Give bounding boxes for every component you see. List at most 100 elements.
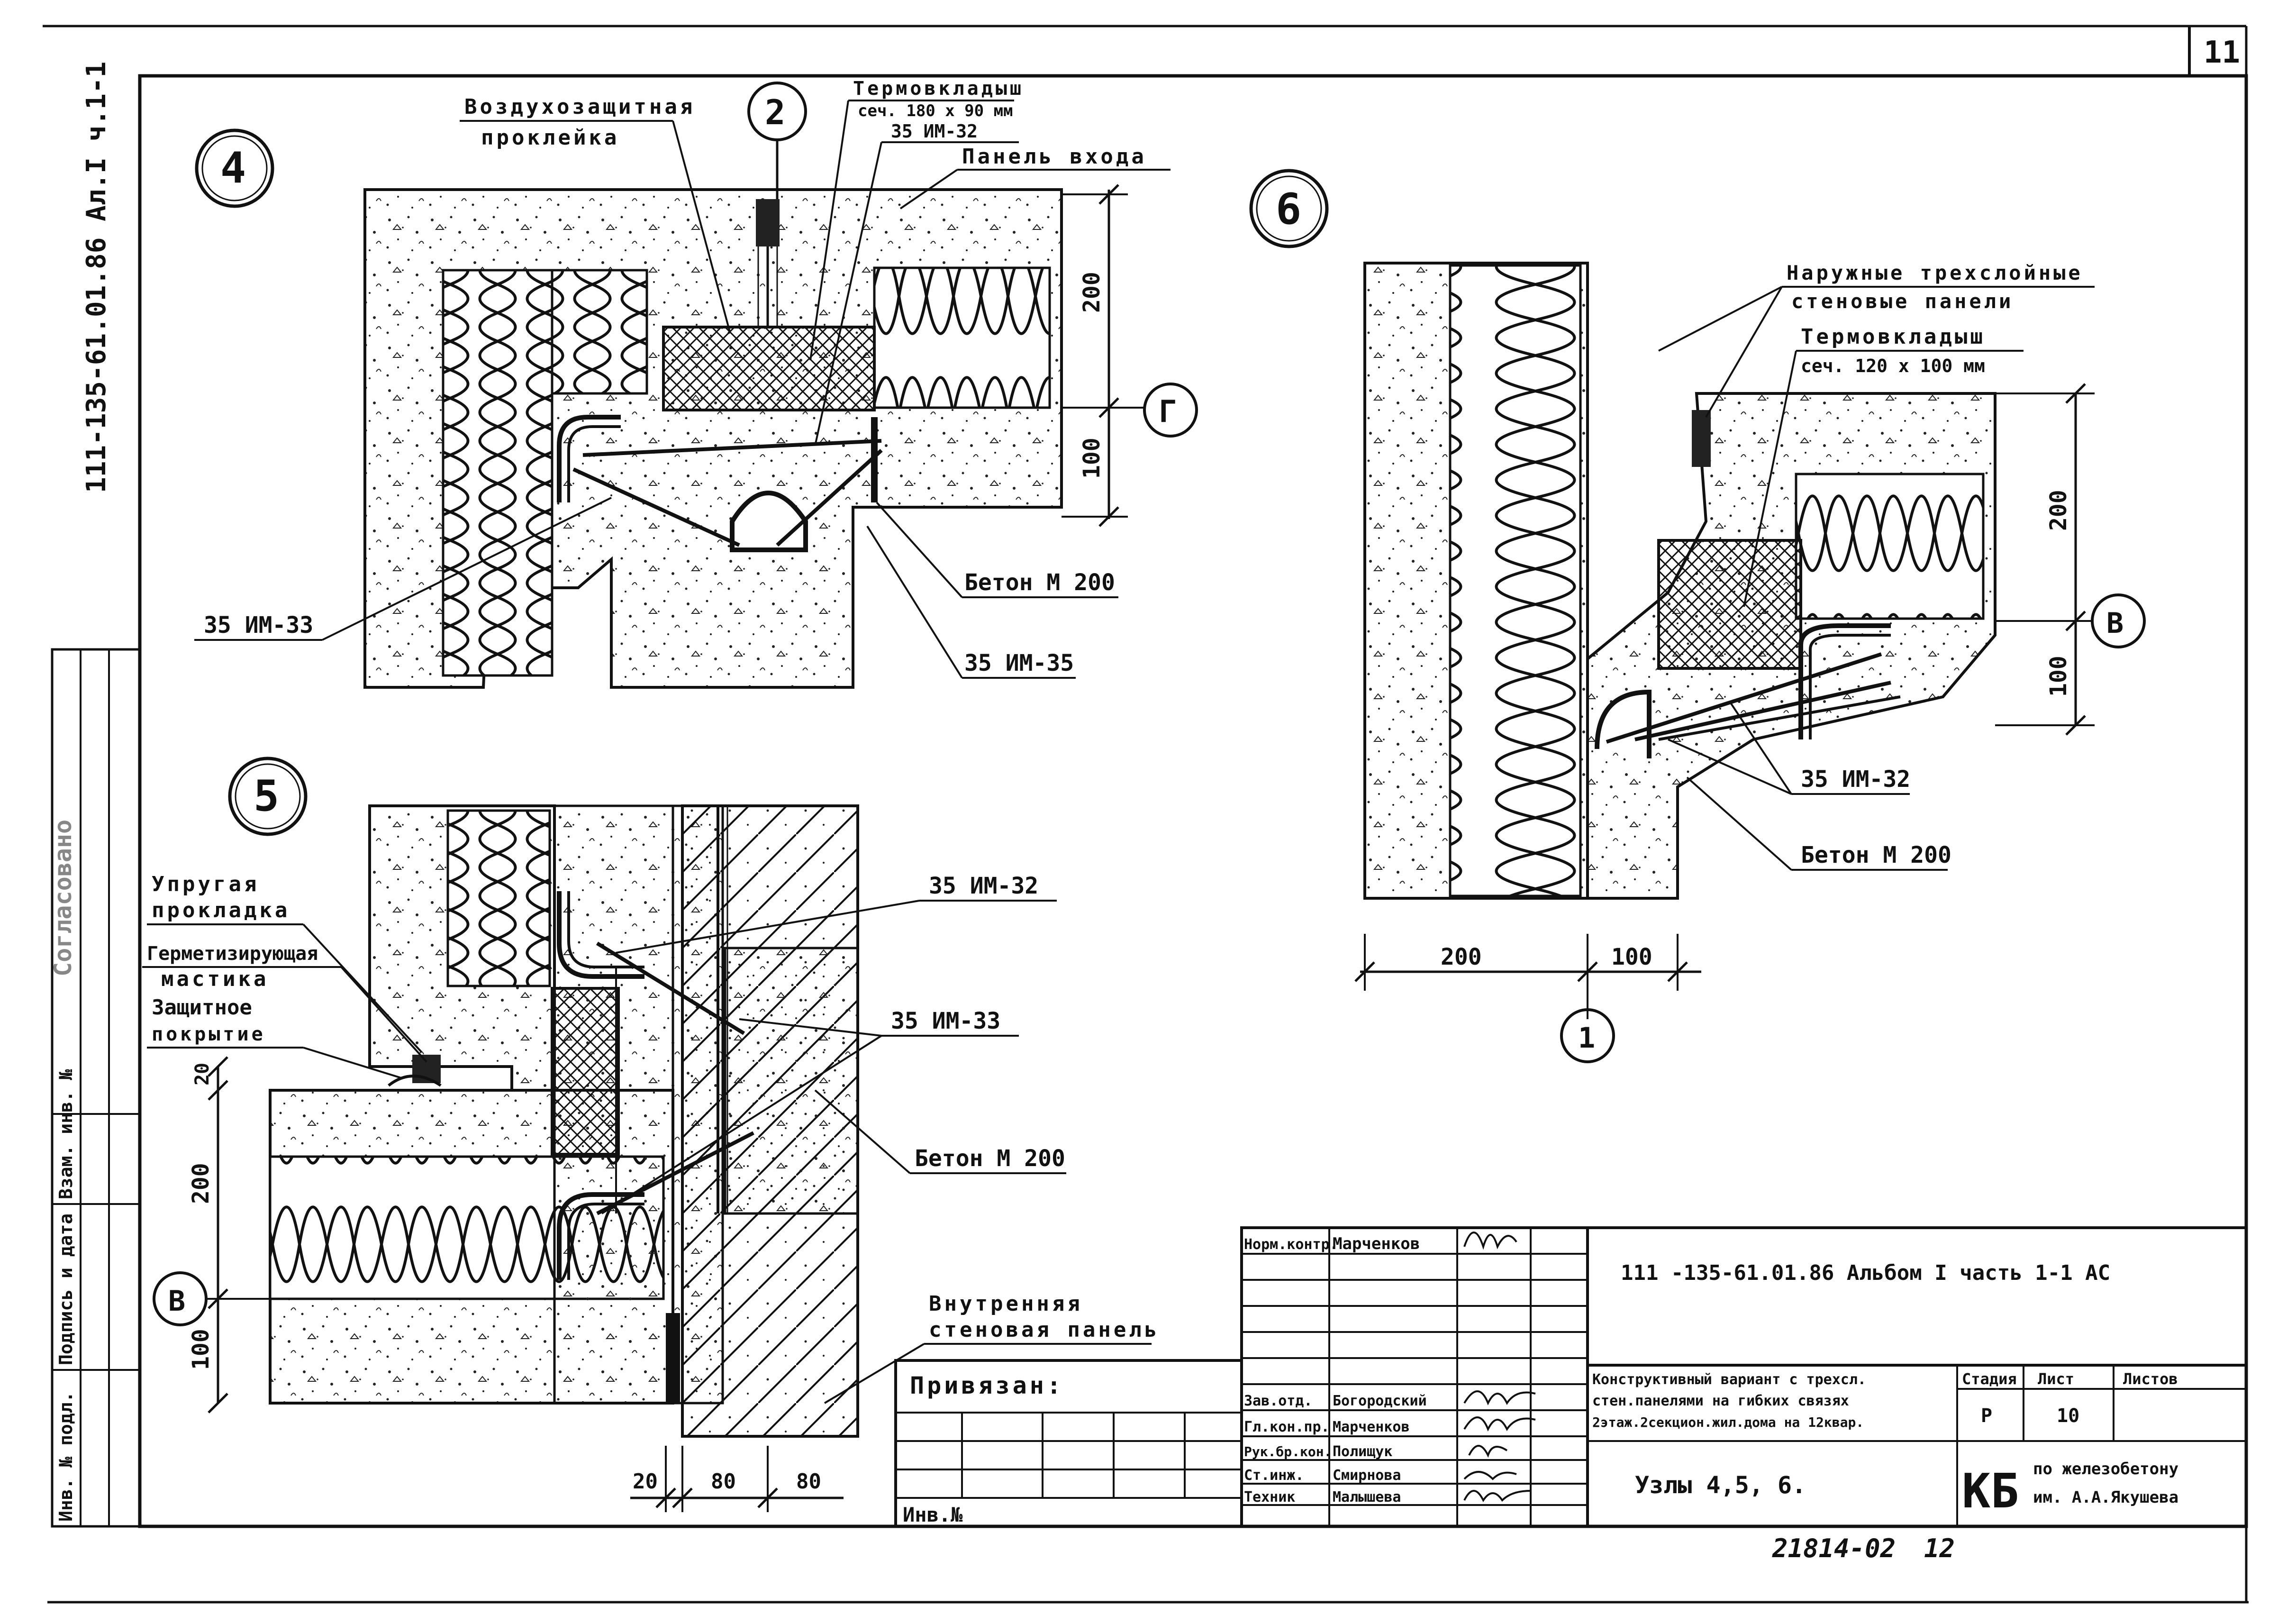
node5-concrete-label: Бетон М 200 [915, 1145, 1065, 1172]
node5-anchor-lower [557, 1192, 644, 1280]
col-inv-no: Инв. № подл. [55, 1391, 76, 1522]
node4-axis2: 2 [765, 92, 785, 132]
node4-concrete-label: Бетон М 200 [964, 569, 1115, 596]
node5-protect-2: покрытие [152, 1023, 266, 1045]
tb-sheet: 10 [2057, 1405, 2079, 1427]
node5-tie33: 35 ИМ-33 [891, 1008, 1000, 1034]
node6-axis1: 1 [1578, 1022, 1595, 1055]
tb-sheets-h: Листов [2123, 1370, 2178, 1388]
node5-dim-20top: 20 [191, 1063, 213, 1086]
tb-nodes: Узлы 4,5, 6. [1635, 1471, 1806, 1499]
node6-dim-100v: 100 [2045, 656, 2072, 697]
node5-dim-200: 200 [188, 1163, 214, 1204]
node5-dim-80b: 80 [796, 1469, 821, 1494]
node4-dim-200: 200 [1079, 272, 1105, 313]
node5-dim-20: 20 [633, 1469, 658, 1494]
tb-role-4: Ст.инж. [1244, 1467, 1304, 1484]
tb-privyazan: Привязан: [910, 1372, 1064, 1399]
node-6: 6 В 200 100 [1249, 169, 2146, 1063]
node6-outer-1: Наружные трехслойные [1787, 261, 2083, 284]
col-sign-date: Подпись и дата [55, 1213, 76, 1365]
tb-role-1: Зав.отд. [1244, 1393, 1313, 1409]
node6-marker [1249, 169, 1329, 248]
node5-thermal-insert [551, 987, 620, 1156]
tb-code: 111 -135-61.01.86 Альбом I часть 1-1 АС [1621, 1261, 2110, 1285]
node4-marker [195, 128, 274, 208]
tb-sheet-h: Лист [2038, 1370, 2074, 1388]
tb-org-0: по железобетону [2033, 1460, 2178, 1478]
tb-desc-1: стен.панелями на гибких связях [1592, 1393, 1849, 1409]
node6-outer-2: стеновые панели [1791, 290, 2014, 313]
tb-org-logo: КБ [1962, 1463, 2019, 1519]
node4-insert-2: сеч. 180 х 90 мм [858, 101, 1013, 120]
node6-anchor-right [1798, 623, 1891, 739]
node6-concrete-label: Бетон М 200 [1801, 842, 1951, 868]
tb-role-3: Рук.бр.кон. [1244, 1444, 1332, 1460]
node5-mastic-1: Герметизирующая [147, 943, 318, 965]
tb-name-2: Марченков [1333, 1419, 1410, 1435]
node5-anchor-upper [557, 891, 644, 979]
node6-tie32: 35 ИМ-32 [1801, 766, 1910, 793]
tb-role-2: Гл.кон.пр. [1244, 1419, 1330, 1435]
node5-label: 5 [254, 771, 279, 821]
node-4: 4 2 Г [194, 78, 1198, 689]
node5-tie32: 35 ИМ-32 [929, 873, 1038, 899]
node5-elastic-1: Упругая [152, 872, 259, 896]
node4-thermal-insert [662, 326, 876, 411]
node6-thermal-insert [1657, 539, 1802, 670]
node6-dim-100h: 100 [1611, 944, 1652, 970]
node6-sealant [1692, 410, 1711, 467]
node4-axisG: Г [1159, 394, 1177, 429]
node6-dim-200v: 200 [2045, 490, 2072, 531]
sheet-number: 11 [2204, 35, 2240, 70]
col-replace-inv: Взам. инв. № [55, 1069, 76, 1199]
node5-mastic-2: мастика [161, 967, 269, 991]
tb-org-1: им. А.А.Якушева [2033, 1488, 2178, 1507]
node4-tie35: 35 ИМ-35 [964, 650, 1074, 676]
footer-number: 21814-02 [1772, 1533, 1896, 1563]
left-stamp-columns [51, 648, 141, 1528]
tb-role-0: Норм.контр. [1244, 1236, 1338, 1253]
node4-sealant [756, 199, 780, 246]
side-approved-faint: Согласовано [49, 820, 77, 976]
tb-name-4: Смирнова [1333, 1467, 1401, 1484]
tb-name-0: Марченков [1333, 1234, 1420, 1253]
node4-entry-panel: Панель входа [962, 145, 1147, 169]
tb-name-1: Богородский [1333, 1393, 1427, 1409]
node5-dim-100: 100 [188, 1329, 214, 1370]
tb-role-5: Техник [1244, 1489, 1295, 1505]
footer-page: 12 [1924, 1533, 1955, 1563]
tb-desc-2: 2этаж.2секцион.жил.дома на 12квар. [1592, 1414, 1864, 1430]
node5-dim-80a: 80 [711, 1469, 736, 1494]
node6-insert-2: сеч. 120 х 100 мм [1801, 356, 1985, 376]
side-code: 111-135-61.01.86 Ал.I ч.1-1 [81, 62, 112, 493]
node5-inner-2: стеновая панель [929, 1318, 1160, 1342]
node5-elastic-strip [666, 1313, 680, 1403]
node4-airseal-1: Воздухозащитная [464, 95, 695, 119]
node6-axis1-marker [1560, 1008, 1615, 1063]
node-5: 5 В [142, 757, 1160, 1512]
node4-axisG-marker [1143, 383, 1198, 438]
tb-name-5: Малышева [1333, 1489, 1401, 1505]
signatures [1463, 1232, 1536, 1502]
tb-stage: Р [1981, 1405, 1992, 1427]
tb-desc-0: Конструктивный вариант с трехсл. [1592, 1371, 1866, 1388]
node5-marker [228, 757, 308, 836]
node4-tie32: 35 ИМ-32 [891, 121, 978, 142]
node6-axisV: В [2106, 607, 2124, 640]
node4-insert-1: Термовкладыш [853, 78, 1024, 100]
title-block [894, 1226, 2248, 1528]
node4-airseal-2: проклейка [481, 126, 619, 150]
node6-dim-200h: 200 [1441, 944, 1482, 970]
node5-elastic-2: прокладка [152, 898, 290, 922]
node5-protect-1: Защитное [152, 995, 252, 1020]
tb-stage-h: Стадия [1962, 1370, 2017, 1388]
node4-tie33: 35 ИМ-33 [204, 612, 313, 639]
tb-name-3: Полищук [1333, 1443, 1392, 1460]
node4-anchor-left [557, 415, 621, 502]
tb-inv-no: Инв.№ [903, 1503, 962, 1526]
node4-dim-100: 100 [1079, 438, 1105, 479]
node6-label: 6 [1276, 184, 1301, 234]
node6-insert-1: Термовкладыш [1801, 325, 1986, 349]
